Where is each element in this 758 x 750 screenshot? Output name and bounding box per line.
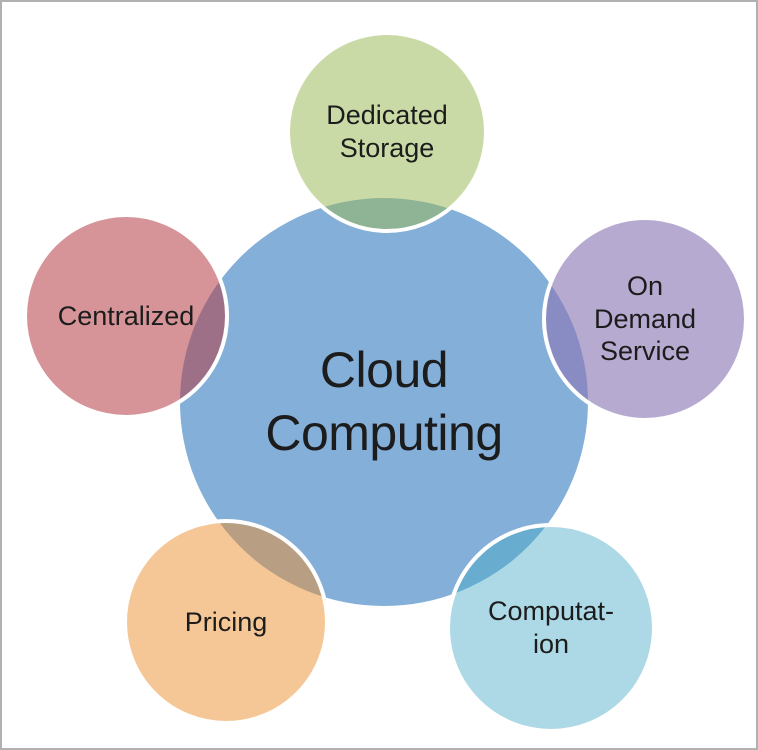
node-label-pricing: Pricing: [185, 606, 268, 639]
node-label-dedicated-storage: Dedicated Storage: [326, 99, 448, 165]
node-label-line: Pricing: [184, 606, 268, 637]
node-label-line: Computat-: [487, 596, 615, 627]
node-label-centralized: Centralized: [58, 300, 195, 333]
node-label-line: Storage: [339, 133, 435, 163]
node-circle-dedicated-storage: Dedicated Storage: [286, 31, 488, 233]
center-label-line: Cloud: [319, 342, 449, 398]
node-label-line: Centralized: [57, 300, 195, 331]
node-circle-on-demand-service: On Demand Service: [542, 216, 748, 422]
node-label-line: On: [626, 270, 664, 301]
node-label-line: ion: [532, 629, 570, 659]
node-label-computation: Computat- ion: [488, 595, 614, 661]
node-circle-pricing: Pricing: [123, 519, 329, 725]
center-label-line: Computing: [265, 405, 503, 461]
center-label: Cloud Computing: [265, 339, 503, 465]
node-circle-centralized: Centralized: [23, 213, 229, 419]
node-label-on-demand-service: On Demand Service: [594, 270, 696, 369]
node-label-line: Dedicated: [326, 100, 448, 131]
node-label-line: Service: [599, 336, 691, 367]
node-circle-computation: Computat- ion: [446, 523, 656, 733]
node-label-line: Demand: [593, 303, 697, 334]
